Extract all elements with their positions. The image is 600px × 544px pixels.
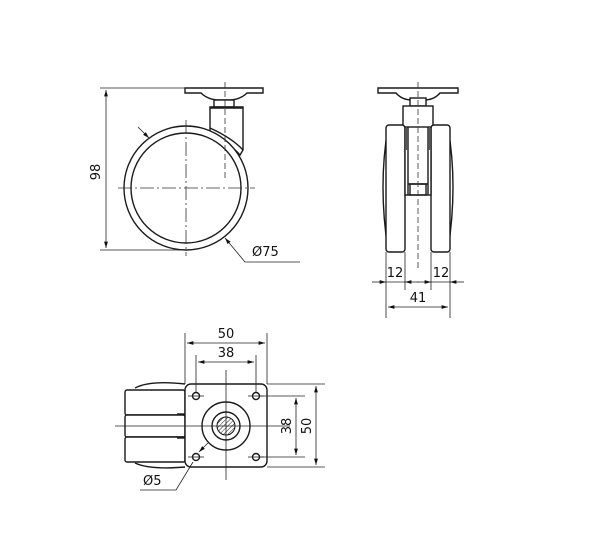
right-wheel-width-label: 12 bbox=[433, 266, 450, 281]
wheel-diameter-label: Ø75 bbox=[252, 245, 279, 260]
height-dim-label: 98 bbox=[89, 164, 104, 181]
hole-diameter-label: Ø5 bbox=[143, 474, 162, 489]
front-view: 98 Ø75 bbox=[89, 82, 300, 263]
overall-width-label: 41 bbox=[410, 291, 427, 306]
hole-spacing-x-label: 38 bbox=[218, 346, 235, 361]
top-view: 50 38 38 50 Ø5 bbox=[115, 327, 325, 491]
hole-spacing-y-label: 38 bbox=[280, 418, 295, 435]
plate-width-label: 50 bbox=[218, 327, 235, 342]
side-view: 12 12 41 bbox=[372, 82, 464, 318]
left-wheel-width-label: 12 bbox=[387, 266, 404, 281]
plate-height-label: 50 bbox=[300, 418, 315, 435]
